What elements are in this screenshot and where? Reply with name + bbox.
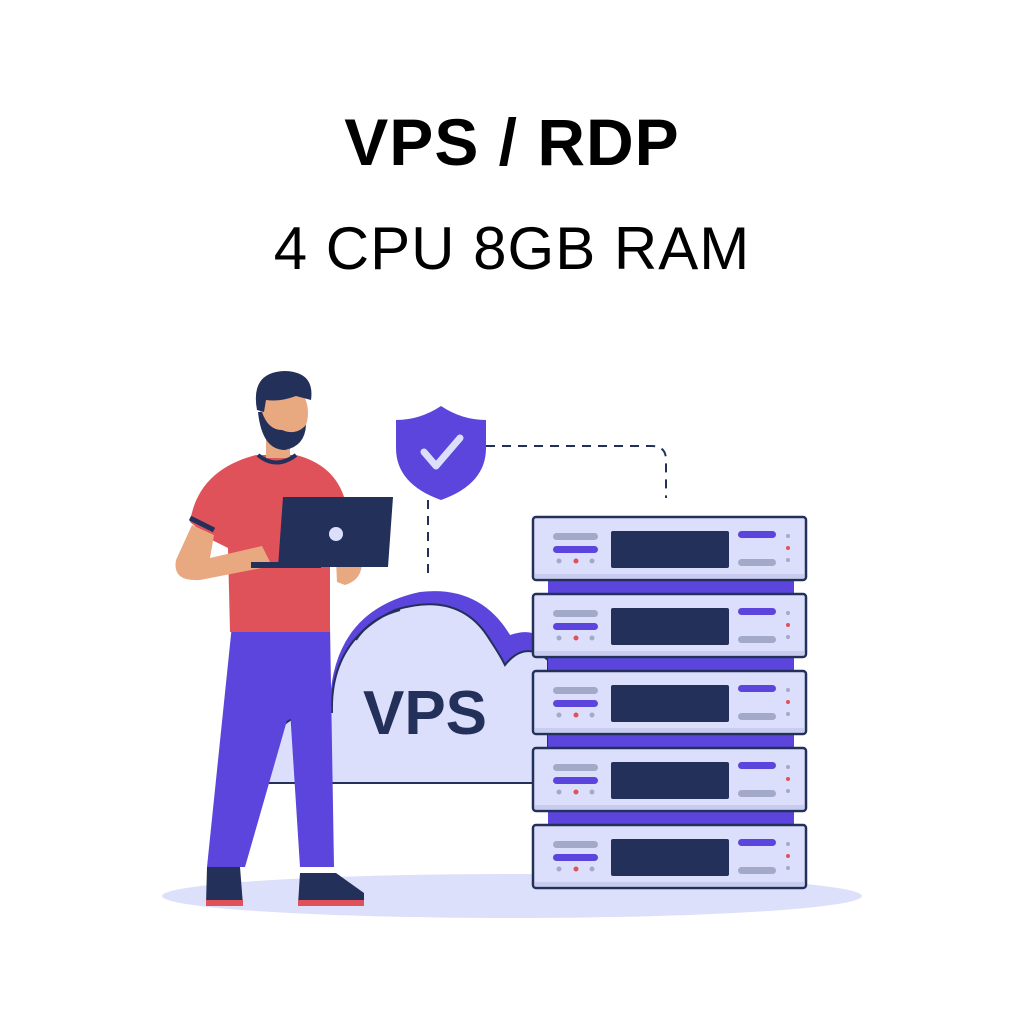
status-led bbox=[573, 712, 579, 718]
status-led bbox=[589, 866, 595, 872]
status-led bbox=[573, 558, 579, 564]
status-led bbox=[786, 635, 790, 639]
arm-left bbox=[175, 525, 272, 581]
status-led bbox=[786, 611, 790, 615]
status-led bbox=[786, 534, 790, 538]
status-led bbox=[573, 789, 579, 795]
cloud-icon: VPS bbox=[264, 591, 549, 784]
person-figure bbox=[175, 371, 393, 906]
status-led bbox=[556, 558, 562, 564]
laptop-icon bbox=[251, 497, 393, 568]
beard bbox=[258, 412, 306, 450]
product-specs: 4 CPU 8GB RAM bbox=[273, 215, 751, 282]
server-unit bbox=[531, 746, 808, 813]
shoe-right bbox=[298, 873, 364, 905]
status-led bbox=[573, 635, 579, 641]
status-led bbox=[786, 546, 790, 550]
server-display bbox=[611, 608, 729, 645]
product-title: VPS / RDP bbox=[344, 105, 680, 179]
server-unit bbox=[531, 823, 808, 890]
status-led bbox=[786, 623, 790, 627]
status-led bbox=[573, 866, 579, 872]
status-led bbox=[786, 866, 790, 870]
server-display bbox=[611, 839, 729, 876]
server-unit bbox=[531, 669, 808, 736]
status-led bbox=[556, 635, 562, 641]
status-led bbox=[556, 866, 562, 872]
status-led bbox=[786, 688, 790, 692]
status-led bbox=[786, 765, 790, 769]
security-shield-icon bbox=[396, 406, 486, 500]
status-led bbox=[786, 777, 790, 781]
status-led bbox=[786, 712, 790, 716]
hair bbox=[255, 371, 312, 412]
status-led bbox=[786, 558, 790, 562]
status-led bbox=[589, 712, 595, 718]
status-led bbox=[556, 789, 562, 795]
status-led bbox=[589, 635, 595, 641]
server-unit bbox=[531, 515, 808, 582]
status-led bbox=[556, 712, 562, 718]
status-led bbox=[786, 842, 790, 846]
status-led bbox=[589, 558, 595, 564]
pants bbox=[207, 625, 334, 867]
server-rack bbox=[531, 515, 808, 890]
status-led bbox=[786, 789, 790, 793]
server-display bbox=[611, 531, 729, 568]
dashed-connector-right bbox=[486, 445, 667, 498]
server-display bbox=[611, 685, 729, 722]
server-display bbox=[611, 762, 729, 799]
status-led bbox=[786, 700, 790, 704]
status-led bbox=[589, 789, 595, 795]
shoe-left bbox=[206, 867, 243, 905]
cloud-label: VPS bbox=[363, 679, 487, 748]
status-led bbox=[786, 854, 790, 858]
server-unit bbox=[531, 592, 808, 659]
